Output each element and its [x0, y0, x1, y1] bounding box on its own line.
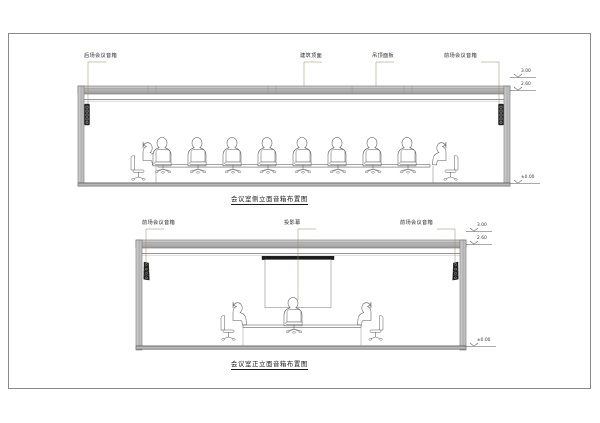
caption-front-elevation: 会议室正立面音箱布置图: [231, 360, 308, 370]
elevation-ceiling-level-2: 2.60: [477, 236, 487, 241]
elevation-ceiling-level: 2.60: [521, 82, 531, 87]
label-projection-screen: 投影幕: [284, 220, 301, 226]
elevation-floor-level-2: ±0.00: [477, 338, 491, 343]
caption-side-elevation: 会议室侧立面音箱布置图: [231, 195, 308, 205]
elevation-slab-level-2: 3.00: [477, 223, 487, 228]
label-front-conference-speaker-left: 前场会议音箱: [142, 220, 175, 226]
label-rear-conference-speaker: 后场会议音箱: [84, 53, 117, 59]
elevation-floor-level: ±0.00: [521, 175, 535, 180]
label-ceiling-panel: 吊顶面板: [372, 53, 394, 59]
elevation-slab-level: 3.00: [521, 69, 531, 74]
label-building-ceiling: 建筑顶面: [300, 53, 322, 59]
sheet-frame: [8, 33, 591, 389]
label-front-conference-speaker-right: 前场会议音箱: [400, 220, 433, 226]
label-front-conference-speaker: 前场会议音箱: [444, 53, 477, 59]
